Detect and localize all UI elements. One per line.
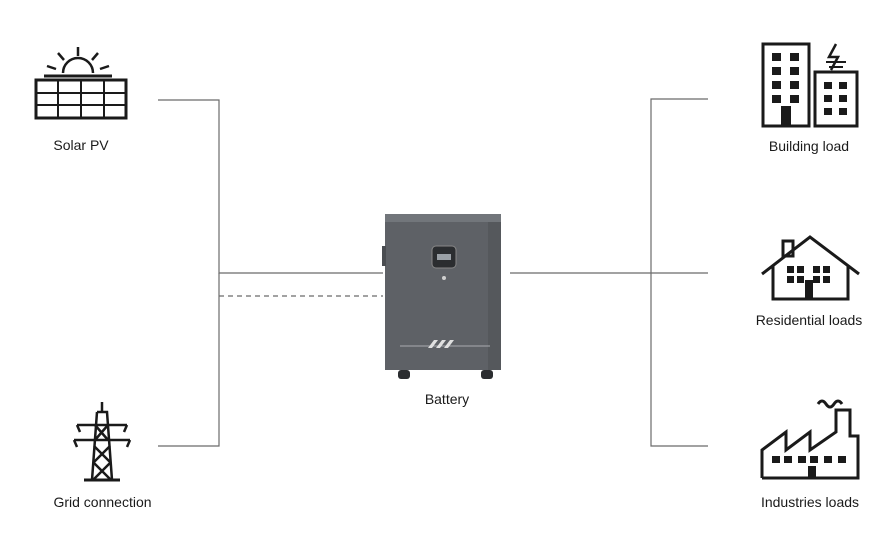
transmission-tower-icon <box>72 402 132 482</box>
cabinet-side-panel <box>488 222 501 370</box>
cabinet-stripe-accent <box>444 340 454 348</box>
connector-lines <box>158 98 708 447</box>
grid-connection-label: Grid connection <box>53 494 152 510</box>
solar-connector <box>158 99 383 274</box>
cabinet-body <box>385 214 501 370</box>
cabinet-stripe-accent <box>436 340 446 348</box>
battery-label: Battery <box>424 391 470 407</box>
cabinet-wheel <box>398 370 410 379</box>
cabinet-display-readout <box>437 254 451 260</box>
cabinet-stripe-accent <box>428 340 438 348</box>
load-bus-connector <box>650 98 708 447</box>
solar-panel-icon <box>34 47 128 120</box>
cabinet-power-button <box>442 276 446 280</box>
cabinet-top <box>385 214 501 222</box>
office-building-icon <box>761 42 859 128</box>
grid-connector <box>158 273 220 447</box>
factory-icon <box>760 399 860 480</box>
cabinet-side-handle <box>382 246 386 266</box>
building-load-label: Building load <box>768 138 850 154</box>
industries-loads-label: Industries loads <box>760 494 860 510</box>
residential-loads-label: Residential loads <box>755 312 863 328</box>
house-icon <box>761 235 860 301</box>
battery-cabinet-icon <box>382 214 501 379</box>
solar-pv-label: Solar PV <box>53 137 109 153</box>
cabinet-wheel <box>481 370 493 379</box>
